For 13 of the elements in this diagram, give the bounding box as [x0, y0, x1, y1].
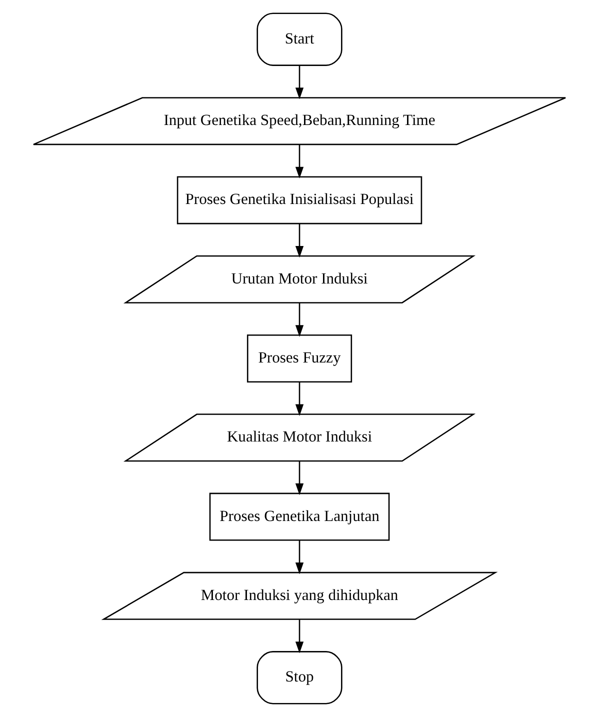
node-box: Proses Genetika Inisialisasi Populasi [176, 176, 422, 224]
arrow [294, 382, 304, 416]
arrow [294, 144, 304, 179]
arrow [294, 461, 304, 496]
node-box: Stop [256, 651, 342, 704]
arrow [294, 540, 304, 574]
arrow [294, 302, 304, 337]
arrow [294, 224, 304, 258]
node-box: Proses Genetika Lanjutan [208, 492, 390, 541]
arrow [294, 620, 304, 654]
arrow [294, 66, 304, 100]
node-box: Start [256, 12, 342, 66]
node-box: Proses Fuzzy [246, 334, 352, 382]
